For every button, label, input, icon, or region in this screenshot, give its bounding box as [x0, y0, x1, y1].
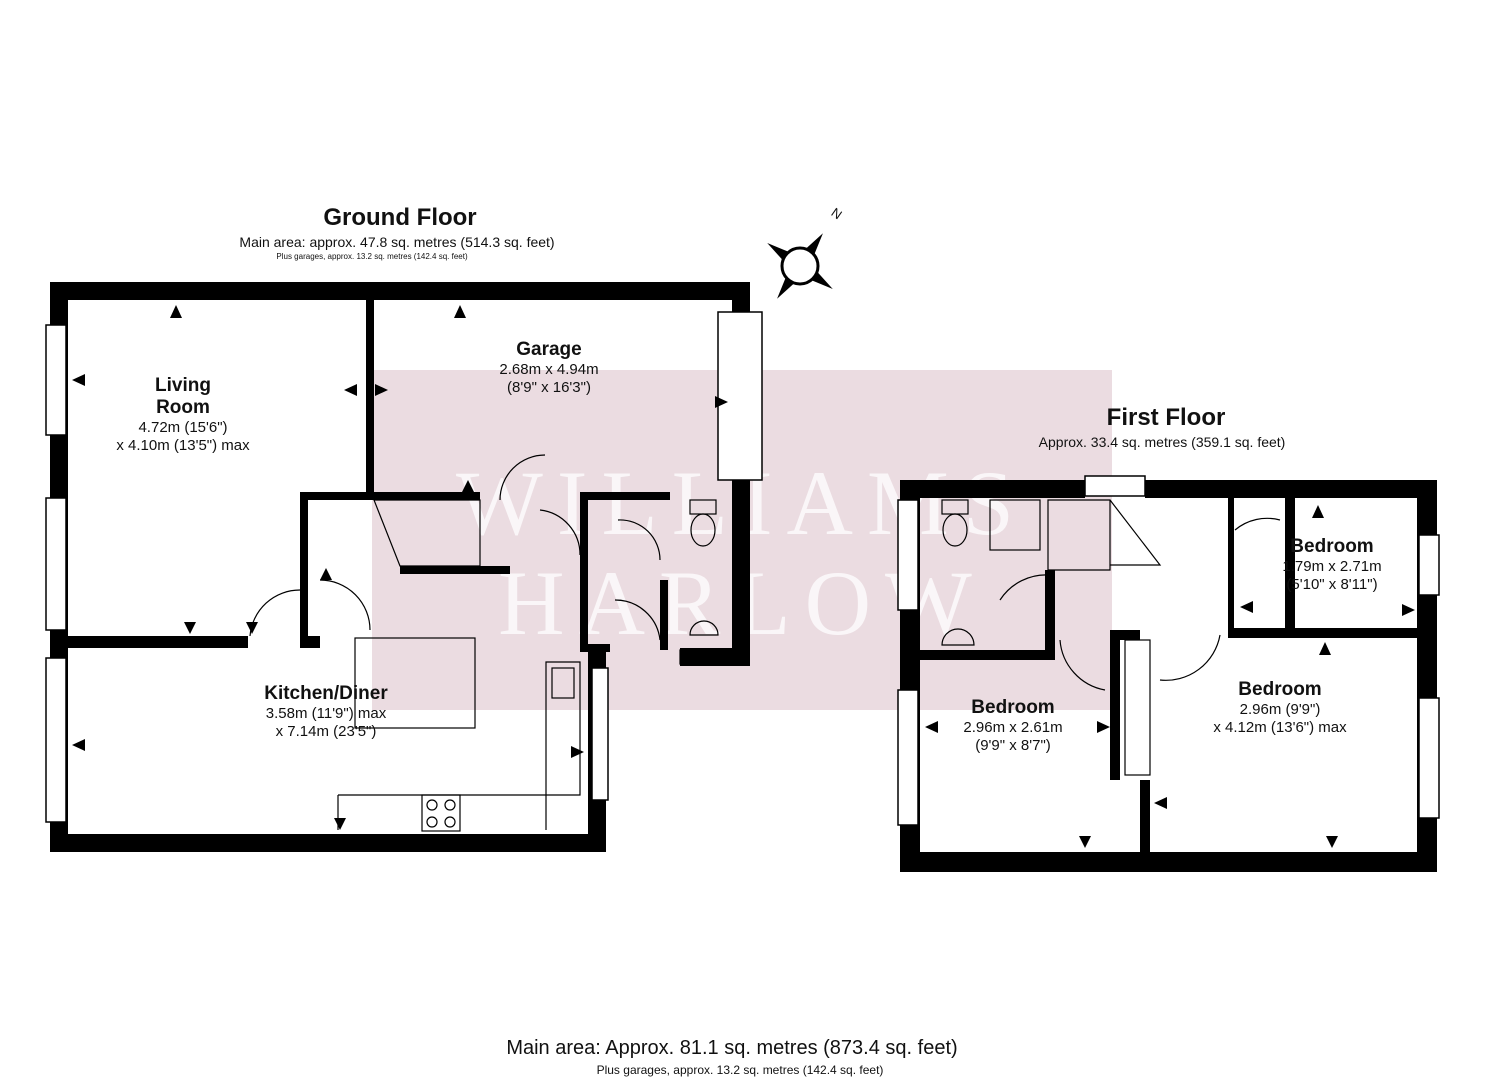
- ceiling-height-markers: [72, 305, 1415, 848]
- room-name: Bedroom: [1290, 536, 1374, 557]
- room-dimensions: x 7.14m (23'5"): [275, 723, 377, 740]
- room-bedroom-small: Bedroom 1.79m x 2.71m (5'10" x 8'11"): [1282, 536, 1381, 594]
- room-garage: Garage 2.68m x 4.94m (8'9" x 16'3"): [499, 339, 598, 397]
- room-dimensions: 2.68m x 4.94m: [499, 361, 599, 378]
- room-name: Living: [155, 375, 211, 396]
- room-name: Room: [156, 397, 210, 418]
- room-dimensions: 4.72m (15'6"): [138, 419, 228, 436]
- room-dimensions: 1.79m x 2.71m: [1282, 558, 1382, 575]
- room-dimensions: x 4.12m (13'6") max: [1213, 719, 1347, 736]
- room-dimensions: 2.96m x 2.61m: [963, 719, 1063, 736]
- footer-main-area: Main area: Approx. 81.1 sq. metres (873.…: [506, 1037, 958, 1059]
- room-dimensions: (5'10" x 8'11"): [1286, 576, 1378, 593]
- room-dimensions: 3.58m (11'9") max: [265, 705, 387, 722]
- ground-floor-area: Main area: approx. 47.8 sq. metres (514.…: [239, 234, 555, 250]
- first-floor-fixtures: [941, 499, 1281, 776]
- room-dimensions: (8'9" x 16'3"): [507, 379, 591, 396]
- room-kitchen-diner: Kitchen/Diner 3.58m (11'9") max x 7.14m …: [264, 683, 388, 741]
- room-name: Kitchen/Diner: [264, 683, 388, 704]
- room-dimensions: x 4.10m (13'5") max: [116, 437, 250, 454]
- first-floor-title: First Floor: [1106, 404, 1226, 431]
- compass-icon: [767, 233, 833, 299]
- room-dimensions: (9'9" x 8'7"): [975, 737, 1051, 754]
- room-name: Bedroom: [971, 697, 1055, 718]
- ground-floor-garages: Plus garages, approx. 13.2 sq. metres (1…: [276, 252, 468, 261]
- room-bedroom-front: Bedroom 2.96m x 2.61m (9'9" x 8'7"): [963, 697, 1062, 755]
- ground-floor-walls: [50, 282, 750, 852]
- ground-floor-windows: [45, 311, 763, 823]
- room-bedroom-large: Bedroom 2.96m (9'9") x 4.12m (13'6") max: [1213, 679, 1346, 737]
- room-dimensions: 2.96m (9'9"): [1239, 701, 1321, 718]
- ground-floor-title: Ground Floor: [323, 204, 477, 231]
- room-name: Bedroom: [1238, 679, 1322, 700]
- ground-floor-fixtures: [249, 454, 721, 832]
- room-name: Garage: [516, 339, 582, 360]
- first-floor-area: Approx. 33.4 sq. metres (359.1 sq. feet): [1038, 434, 1286, 450]
- first-floor-windows: [897, 475, 1440, 826]
- room-living: Living Room 4.72m (15'6") x 4.10m (13'5"…: [116, 375, 249, 455]
- footer-garages: Plus garages, approx. 13.2 sq. metres (1…: [596, 1063, 884, 1077]
